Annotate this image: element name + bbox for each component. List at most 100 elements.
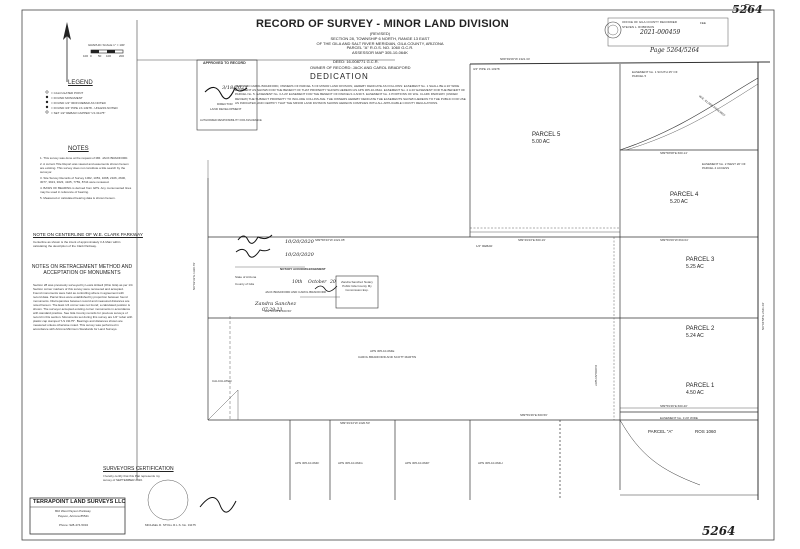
legend-list: = CALCULATED POINT = FOUND MONUMENT = FO… [51,91,118,116]
centerline-note-title: NOTE ON CENTERLINE OF W.E. CLARK PARKWAY [33,232,143,237]
graphic-scale [90,49,124,54]
apn-north: APN 305-10-064E [370,349,395,353]
recorder-no: 2021-000459 [640,29,681,36]
apn-s3: APN 305-10-064P [405,461,430,465]
recorder-line1: OFFICE OF GILA COUNTY RECORDER [622,20,677,24]
dedication-text: JACK AND CAROL BRADFORD, OWNERS OF PARCE… [235,84,466,105]
legend-title: LEGEND [68,80,93,86]
notary-title: NOTARY ACKNOWLEDGEMENT [280,267,326,271]
subtitle-block: (REVISED) SECTION 28, TOWNSHIP 6 NORTH, … [300,31,460,56]
monument-label: CALCULATED [212,379,232,383]
easement-2-label: EASEMENT No. 2 WEST 20' OF PARCEL 4 ACCE… [702,162,746,170]
subtitle-line: SECTION 28, TOWNSHIP 6 NORTH, RANGE 13 E… [330,35,430,41]
notary-year: 20 [330,280,336,285]
ros-label: ROS 1060 [695,429,717,434]
bearing-east: N0°04'58"E 2641.04' [761,302,765,330]
bearing-mid1: S89°58'43"W 1321.05' [315,238,345,242]
centerline-note-text: Centerline as shown is the intent of app… [33,240,121,248]
deed-ref: DEED: 16-008771 G.C.R. [333,59,379,64]
cadigan-label: CADIGAN WAY [594,365,598,387]
scale-tick: 50 [98,54,102,58]
note-item: 1. This survey was done at the request o… [40,156,129,160]
bearing-south2: S89°59'46"E 660.56' [520,413,548,417]
certification-title: SURVEYORS CERTIFICATION [103,466,174,472]
notes-title: NOTES [68,146,89,152]
easement-3-label: EASEMENT No. 3 20' WIDE [660,416,698,420]
page-number-top: 5264 [732,3,763,16]
notary-day: 10th [292,280,303,285]
bearing-mid4: S89°56'09"W 660.64' [660,238,689,242]
apn-north-owner: CAROL BRADFORD AND SCOTT MARTIN [358,355,417,359]
parcel-3-name: PARCEL 3 [686,257,715,263]
parcel-2-name: PARCEL 2 [686,326,715,332]
bearing-north: N89°49'06"W 1321.34' [500,57,531,61]
scale-tick: 200 [119,54,125,58]
notary-expiry: 07-29-23 [262,308,283,313]
retracement-text: Section 28 was previously surveyed by Le… [33,283,133,331]
owner-of-record: OWNER OF RECORD: JACK AND CAROL BRADFORD [310,65,411,70]
legend-symbols [45,90,49,114]
recorder-line2: STEVEN L. ROBINSON [622,25,655,29]
parcel-3-area: 5.25 AC [686,264,704,270]
legend-item: = CALCULATED POINT [51,90,84,95]
notary-names: JACK BRADFORD AND CAROL BRADFORD [265,290,327,294]
notary-name: Zandra Sanchez [255,301,297,307]
bearing-south1: S89°49'44"W 1320.50' [340,421,370,425]
company-phone: Phone: 928-474-5034 [59,523,89,527]
parcel-a-label: PARCEL "A" [648,429,673,434]
parcel-4-name: PARCEL 4 [670,192,699,198]
note-item: 4. BASIS OF BEARING is derived from GPS.… [40,186,132,194]
parcel-1-name: PARCEL 1 [686,383,715,389]
scale-tick: 0 [90,54,92,58]
notary-month: October [308,280,327,285]
parcel-1-area: 4.50 AC [686,390,704,396]
subtitle-line: (REVISED) [369,31,391,36]
bearing-mid2: S89°49'23"E 660.19' [518,238,546,242]
subtitle-line: ASSESSOR MAP 305-10-064K [352,50,408,56]
recorder-fee: FEE [700,21,706,25]
company-address2: Payson, Arizona 85541 [58,514,89,518]
page-title: RECORD OF SURVEY - MINOR LAND DIVISION [256,18,509,30]
bearing-south3: S89°59'46"E 660.40' [660,404,688,408]
parcel-5-area: 5.00 AC [532,139,550,145]
apn-s1: APN 305-10-064F [295,461,320,465]
legend-item: = FOUND 3/4" PIPE LS 14978 - UNLESS NOTE… [51,105,118,110]
parcel-2-area: 5.24 AC [686,333,704,339]
legend-item: = FOUND 1/2" IRON REBAR AS NOTED [51,100,106,105]
graphic-scale-label: GRAPHIC SCALE 1" = 100' [88,43,125,47]
recorder-book: Page 5264/5264 [650,47,700,54]
monument-label: 1/2" REBAR [476,244,493,248]
legend-item: = FOUND MONUMENT [51,95,83,100]
retracement-text-lead: Section 28 was previously surveyed by Le… [33,283,133,291]
scale-tick: 100 [83,54,89,58]
notary-county: County of Gila [235,282,255,286]
scale-tick: 100 [106,54,112,58]
notary-state: State of Arizona [235,275,257,279]
legend-item: = SET 1/2" REBAR CAPPED "LS 31175" [51,110,106,115]
approved-line2: LAND DEVELOPMENT [210,107,242,111]
approved-line1: DIRECTOR [217,102,233,106]
apn-s4: APN 305-10-064H [478,461,503,465]
notary-seal: Zandra Sanchez Notary Public Gila County… [341,280,373,292]
signature-date: 10/20/2020 [285,239,314,245]
easement-1-label: EASEMENT No. 1 SOUTH 25' OF PARCEL 5 [632,70,678,78]
parcel-5-name: PARCEL 5 [532,132,561,138]
page-number-bottom: 5264 [702,524,736,538]
survey-plat [207,61,771,500]
notes-list: 1. This survey was done at the request o… [40,156,132,200]
subtitle-line: PARCEL "A" R.O.S. NO. 1060 G.C.R. [346,45,414,51]
company-address1: 802 West Payson Parkway [55,509,91,513]
approved-line3: AUTHORIZED RESPONSIBILITY FOR ASSURANCE [200,119,262,122]
retracement-title: NOTES ON RETRACEMENT METHOD AND ACCEPTAT… [31,264,133,276]
apn-s2: APN 305-10-064G [338,461,363,465]
approved-date: 3/18/2021 [222,85,248,91]
surveyor-name: MICHAEL D. STOLL R.L.S. No. 31175 [145,523,196,527]
monument-label: 3/4" PIPE LS 14978 [473,67,500,71]
signature-date: 10/20/2020 [285,252,314,258]
subtitle-line: OF THE GILA AND SALT RIVER MERIDIAN, GIL… [316,40,444,46]
company-name: TERRAPOINT LAND SURVEYS LLC [33,499,126,505]
note-item: 2. A current Title Report was viewed and… [40,162,129,174]
parcel-4-area: 5.20 AC [670,199,688,205]
